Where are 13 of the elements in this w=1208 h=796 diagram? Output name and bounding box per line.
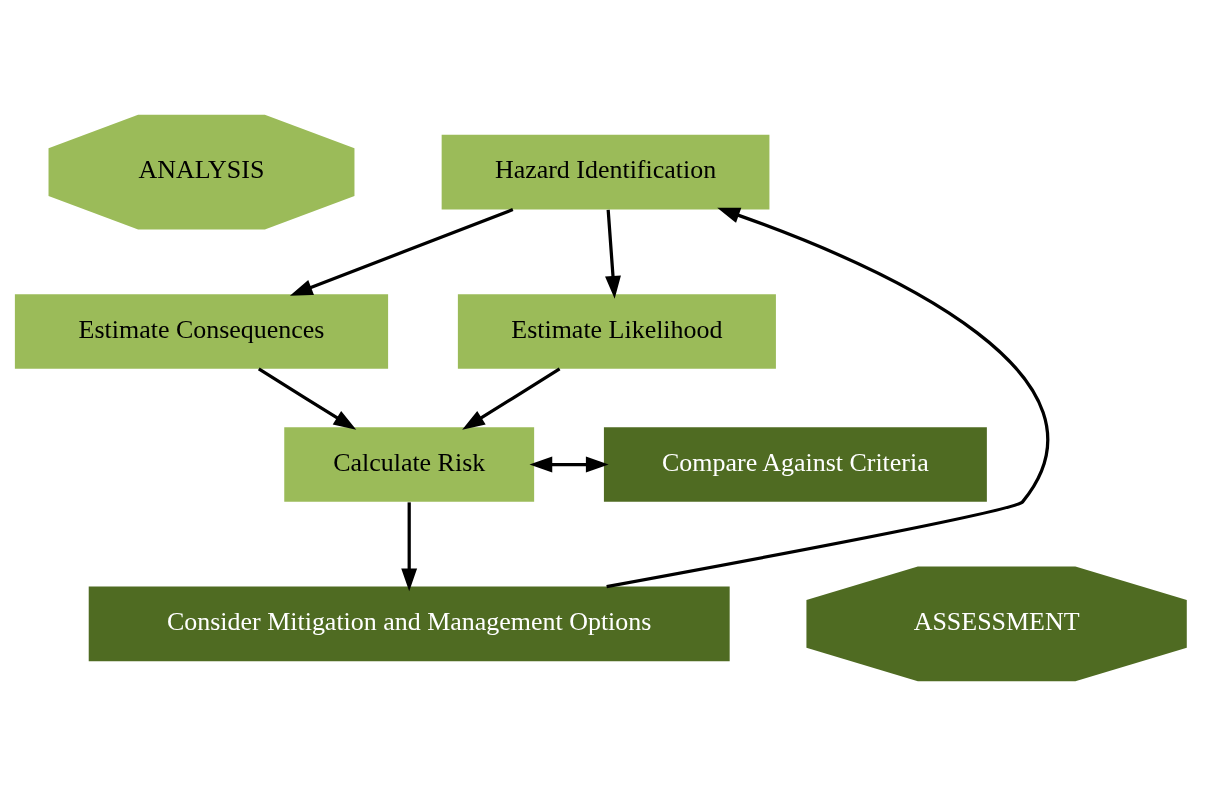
node-box: Estimate Likelihood — [457, 294, 776, 369]
node-box: Hazard Identification — [441, 134, 770, 210]
node-box: Calculate Risk — [284, 427, 535, 502]
arrow — [529, 456, 609, 473]
node-box: Compare Against Criteria — [603, 427, 987, 502]
arrow — [401, 502, 418, 592]
arrow — [606, 207, 1049, 589]
arrow — [605, 209, 621, 299]
arrow — [462, 367, 561, 430]
arrow — [257, 367, 357, 430]
node-box: Consider Mitigation and Management Options — [88, 586, 730, 662]
arrow — [289, 208, 514, 296]
node-box: Estimate Consequences — [14, 294, 389, 369]
